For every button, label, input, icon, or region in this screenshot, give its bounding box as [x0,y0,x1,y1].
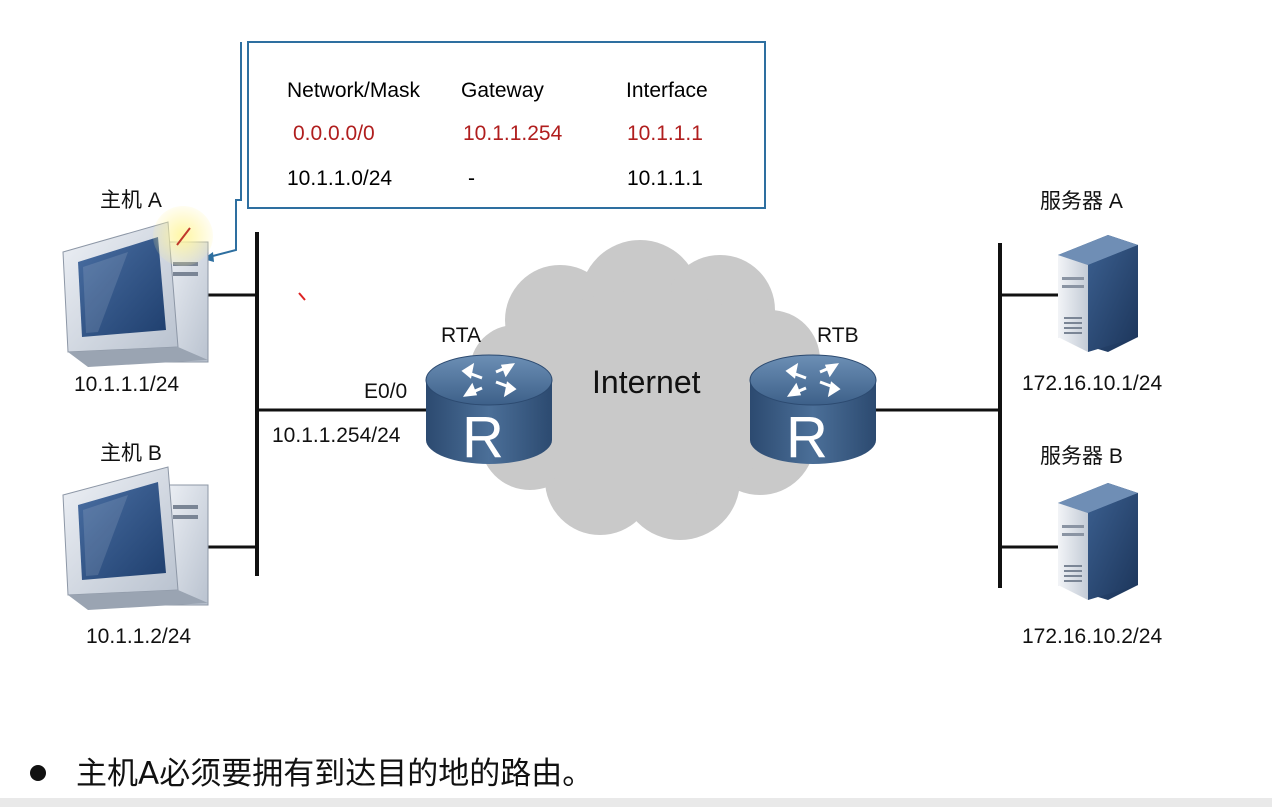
rta-interface-label: E0/0 [364,380,408,403]
routing-table-callout: Network/Mask Gateway Interface 0.0.0.0/0… [247,41,766,209]
bullet-icon [30,764,46,781]
caption-text: 主机A必须要拥有到达目的地的路由。 [76,756,594,792]
internet-cloud [470,240,820,540]
host-a-ip: 10.1.1.1/24 [74,373,180,396]
router-rta [425,354,553,464]
row2-interface: 10.1.1.1 [627,167,703,190]
server-icon-b [1058,483,1138,600]
router-rtb-glyph: R [786,405,828,470]
internet-label: Internet [592,364,701,400]
server-a-ip: 172.16.10.1/24 [1022,372,1163,395]
computer-icon-host-b [62,466,209,610]
computer-icon-host-a [62,221,209,367]
server-a-label: 服务器 A [1040,190,1123,213]
router-rtb-label: RTB [817,324,859,347]
header-network-mask: Network/Mask [287,79,421,102]
callout-connector [204,42,242,259]
row1-interface: 10.1.1.1 [627,122,703,145]
server-icon-a [1058,235,1138,352]
server-b-ip: 172.16.10.2/24 [1022,625,1163,648]
router-rta-label: RTA [441,324,482,347]
router-rtb [749,354,877,464]
bottom-bar [0,798,1272,807]
header-interface: Interface [626,79,708,102]
row1-gateway: 10.1.1.254 [463,122,563,145]
caption-bullet: 主机A必须要拥有到达目的地的路由。 [30,748,593,793]
row1-network: 0.0.0.0/0 [293,122,375,145]
router-rta-glyph: R [462,405,504,470]
header-gateway: Gateway [461,79,544,102]
row2-gateway: - [468,167,475,190]
annotation-mark [298,292,306,301]
host-a-label: 主机 A [100,189,162,212]
host-b-label: 主机 B [100,442,162,465]
pen-cursor-icon [176,227,191,246]
rta-interface-ip: 10.1.1.254/24 [272,424,401,447]
row2-network: 10.1.1.0/24 [287,167,393,190]
host-b-ip: 10.1.1.2/24 [86,625,192,648]
server-b-label: 服务器 B [1040,445,1123,468]
